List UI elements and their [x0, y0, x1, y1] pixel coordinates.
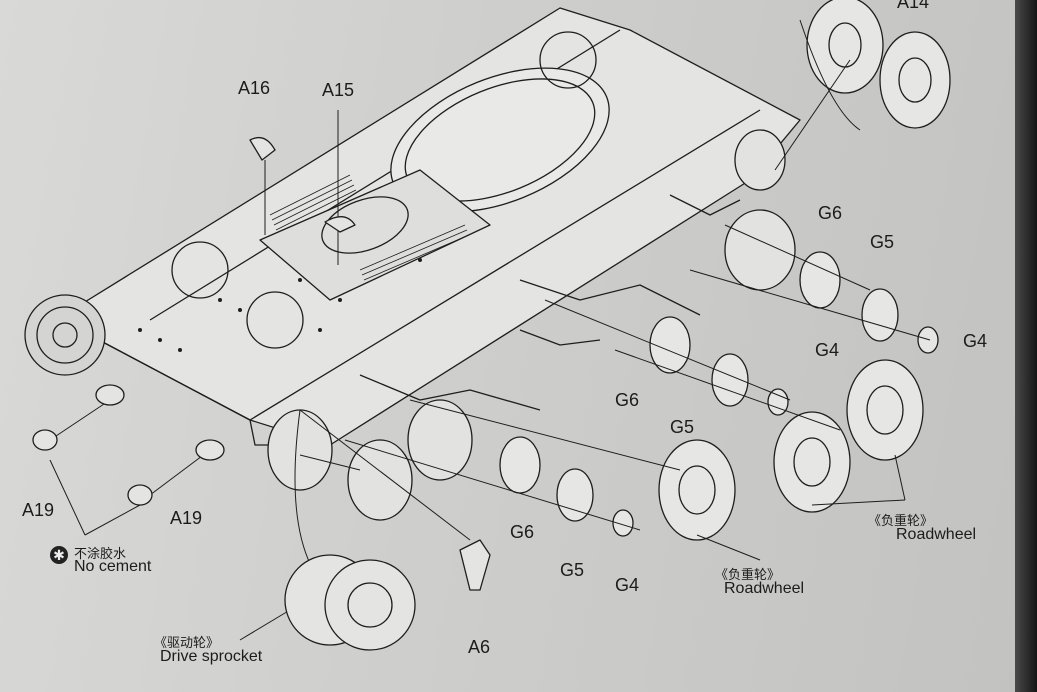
label-g5-lower: G5: [560, 560, 585, 580]
label-a16: A16: [238, 78, 271, 98]
guide-lines: [49, 19, 931, 641]
label-a14: A14: [897, 0, 930, 12]
label-g5-mid: G5: [670, 417, 695, 437]
roadwheel-mid-cn: 《负重轮》: [715, 567, 781, 582]
label-g5-upper: G5: [870, 232, 895, 252]
no-glue-icon: ✱: [50, 546, 68, 564]
roadwheel-right-cn: 《负重轮》: [868, 513, 934, 528]
sheet-edge: [1015, 0, 1037, 692]
label-g6-mid: G6: [615, 390, 640, 410]
sprocket-en: Drive sprocket: [160, 648, 263, 665]
small-parts: [32, 136, 491, 591]
label-g4-mid: G4: [815, 340, 840, 360]
label-g4-lower: G4: [615, 575, 640, 595]
label-a19-left: A19: [22, 500, 55, 520]
drive-sprocket-part: [284, 554, 416, 651]
label-a6: A6: [468, 637, 491, 657]
note-en: No cement: [74, 558, 152, 575]
sprocket-cn: 《驱动轮》: [154, 635, 220, 650]
label-a15: A15: [322, 80, 355, 100]
tank-hull: [79, 7, 801, 446]
hull-sprocket: [24, 294, 106, 376]
label-g4-upper: G4: [963, 331, 988, 351]
label-g6-lower: G6: [510, 522, 535, 542]
roadwheel-mid-en: Roadwheel: [724, 580, 805, 597]
roadwheel-right-en: Roadwheel: [896, 526, 977, 543]
suspension-parts: [267, 0, 951, 541]
note-cn: 不涂胶水: [74, 546, 127, 561]
label-a19-right: A19: [170, 508, 203, 528]
label-g6-upper: G6: [818, 203, 843, 223]
